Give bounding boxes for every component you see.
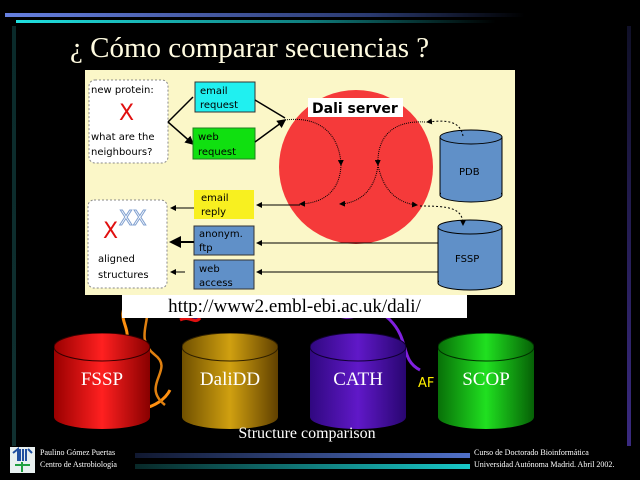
partial-text: AF xyxy=(418,376,435,391)
anonym-ftp-text-2: ftp xyxy=(199,243,213,254)
institution-logo-icon xyxy=(10,447,35,473)
pdb-label: PDB xyxy=(459,167,480,178)
footer-bar-blue xyxy=(135,453,470,458)
server-label-box xyxy=(308,98,403,117)
footer-university-date: Universidad Autónoma Madrid. Abril 2002. xyxy=(474,460,615,469)
query-text-2: what are the xyxy=(91,132,155,143)
dali-server-circle xyxy=(279,90,433,244)
dali-server-diagram: Dali server new protein: X what are the … xyxy=(85,70,515,295)
web-access-text-2: access xyxy=(199,278,233,289)
server-label: Dali server xyxy=(312,101,398,117)
slide-title: ¿ Cómo comparar secuencias ? xyxy=(70,32,430,64)
anonym-ftp-text-1: anonym. xyxy=(199,229,243,240)
dali-url-link[interactable]: http://www2.embl-ebi.ac.uk/dali/ xyxy=(122,295,467,318)
aligned-x-icon: X xyxy=(103,219,118,244)
database-cath: CATH xyxy=(310,333,406,429)
email-reply-text-2: reply xyxy=(201,207,226,218)
scop-cylinder-icon xyxy=(438,333,534,429)
result-text-2: structures xyxy=(98,270,149,281)
web-request-text-1: web xyxy=(198,132,219,143)
web-request-box xyxy=(192,127,256,160)
database-fssp: FSSP xyxy=(54,333,150,429)
web-access-text-1: web xyxy=(199,264,220,275)
top-accent-bar-blue xyxy=(5,13,525,17)
database-dalidd: DaliDD xyxy=(182,333,278,429)
anonym-ftp-box xyxy=(193,225,255,256)
red-x-icon: X xyxy=(119,101,134,126)
query-text-3: neighbours? xyxy=(91,147,152,158)
email-reply-box xyxy=(194,190,254,219)
cath-label: CATH xyxy=(333,369,383,390)
fssp-database-icon: FSSP xyxy=(437,219,503,291)
fssp-label: FSSP xyxy=(455,254,479,265)
email-request-text-1: email xyxy=(200,86,228,97)
query-box xyxy=(88,79,169,164)
database-scop: SCOP xyxy=(438,333,534,429)
fssp-label: FSSP xyxy=(80,369,124,390)
result-text-1: aligned xyxy=(98,254,135,265)
web-request-text-2: request xyxy=(198,147,236,158)
caption: Structure comparison xyxy=(238,425,376,442)
top-accent-bar-cyan xyxy=(16,20,496,23)
fssp-cylinder-icon xyxy=(54,333,150,429)
result-box xyxy=(87,199,168,289)
footer-bar-cyan xyxy=(135,464,470,469)
pdb-database-icon: PDB xyxy=(439,129,503,203)
cath-cylinder-icon xyxy=(310,333,406,429)
right-side-bar xyxy=(627,26,631,446)
email-request-text-2: request xyxy=(200,100,238,111)
left-side-bar xyxy=(12,26,16,446)
email-reply-text-1: email xyxy=(201,193,229,204)
footer-course: Curso de Doctorado Bioinformática xyxy=(474,448,589,457)
scop-label: SCOP xyxy=(462,369,510,390)
footer-institution: Centro de Astrobiología xyxy=(40,460,117,469)
email-request-box xyxy=(194,81,256,113)
query-text-1: new protein: xyxy=(91,85,154,96)
dalidd-label: DaliDD xyxy=(199,369,261,390)
web-access-box xyxy=(193,259,255,290)
dalidd-cylinder-icon xyxy=(182,333,278,429)
footer-author: Paulino Gómez Puertas xyxy=(40,448,116,457)
aligned-x-ghost-icon: XX xyxy=(119,206,147,230)
